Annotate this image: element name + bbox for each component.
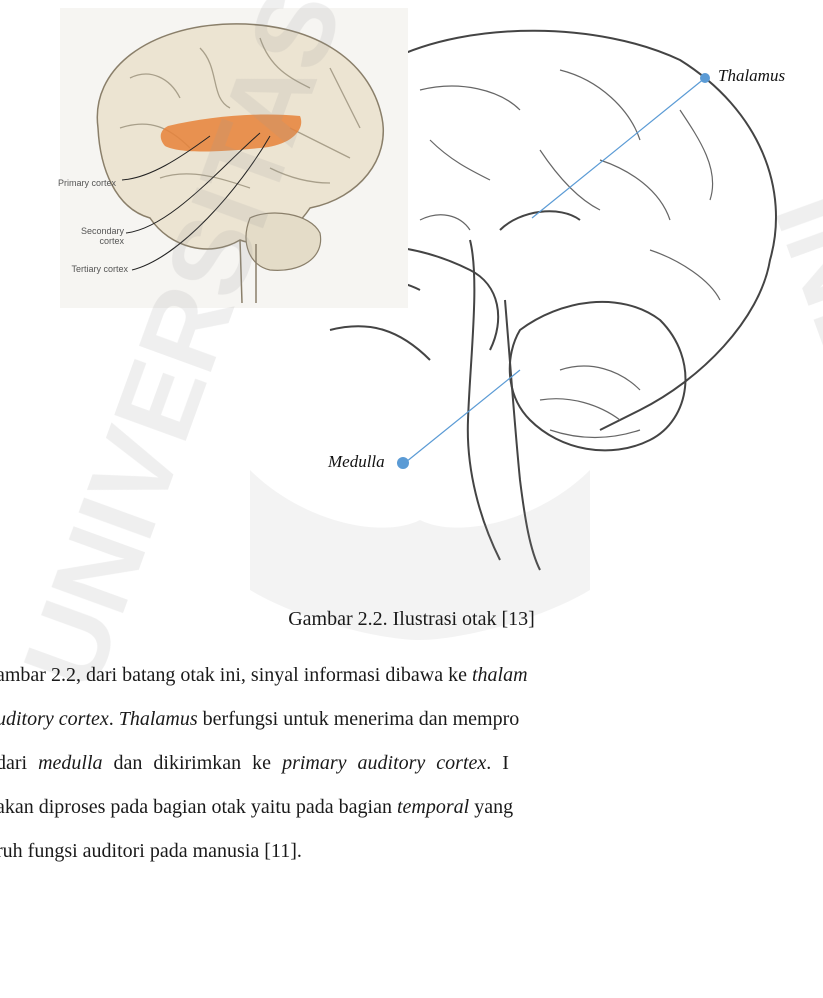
text-run: akan diproses pada bagian otak yaitu pad… bbox=[0, 796, 397, 818]
lateral-brain-illustration bbox=[60, 8, 408, 308]
text-run: berfungsi untuk menerima dan mempro bbox=[198, 708, 520, 730]
paragraph-line-4: akan diproses pada bagian otak yaitu pad… bbox=[0, 796, 823, 819]
paragraph-line-2: uditory cortex. Thalamus berfungsi untuk… bbox=[0, 708, 823, 731]
label-tertiary-cortex: Tertiary cortex bbox=[64, 264, 128, 274]
text-run: . bbox=[109, 708, 119, 730]
text-run-italic: primary auditory cortex bbox=[282, 752, 486, 774]
brain-figure: Primary cortex Secondary cortex Tertiary… bbox=[0, 0, 823, 580]
text-run-italic: temporal bbox=[397, 796, 469, 818]
label-thalamus: Thalamus bbox=[718, 66, 785, 86]
text-run: dan dikirimkan ke bbox=[103, 752, 283, 774]
text-run: dari bbox=[0, 752, 38, 774]
text-run-italic: medulla bbox=[38, 752, 102, 774]
text-run: ruh fungsi auditori pada manusia [11]. bbox=[0, 840, 302, 862]
text-run: . I bbox=[486, 752, 509, 774]
text-run-italic: uditory cortex bbox=[0, 708, 109, 730]
text-run: ambar 2.2, dari batang otak ini, sinyal … bbox=[0, 664, 472, 686]
label-medulla: Medulla bbox=[328, 452, 385, 472]
paragraph-line-3: dari medulla dan dikirimkan ke primary a… bbox=[0, 752, 823, 775]
label-primary-cortex: Primary cortex bbox=[56, 178, 116, 188]
paragraph-line-1: ambar 2.2, dari batang otak ini, sinyal … bbox=[0, 664, 823, 687]
lateral-brain-inset: Primary cortex Secondary cortex Tertiary… bbox=[60, 8, 408, 308]
figure-caption: Gambar 2.2. Ilustrasi otak [13] bbox=[0, 608, 823, 631]
text-run-italic: Thalamus bbox=[119, 708, 198, 730]
text-run: yang bbox=[469, 796, 513, 818]
text-run-italic: thalam bbox=[472, 664, 528, 686]
label-secondary-cortex: Secondary cortex bbox=[60, 226, 124, 246]
paragraph-line-5: ruh fungsi auditori pada manusia [11]. bbox=[0, 840, 823, 863]
